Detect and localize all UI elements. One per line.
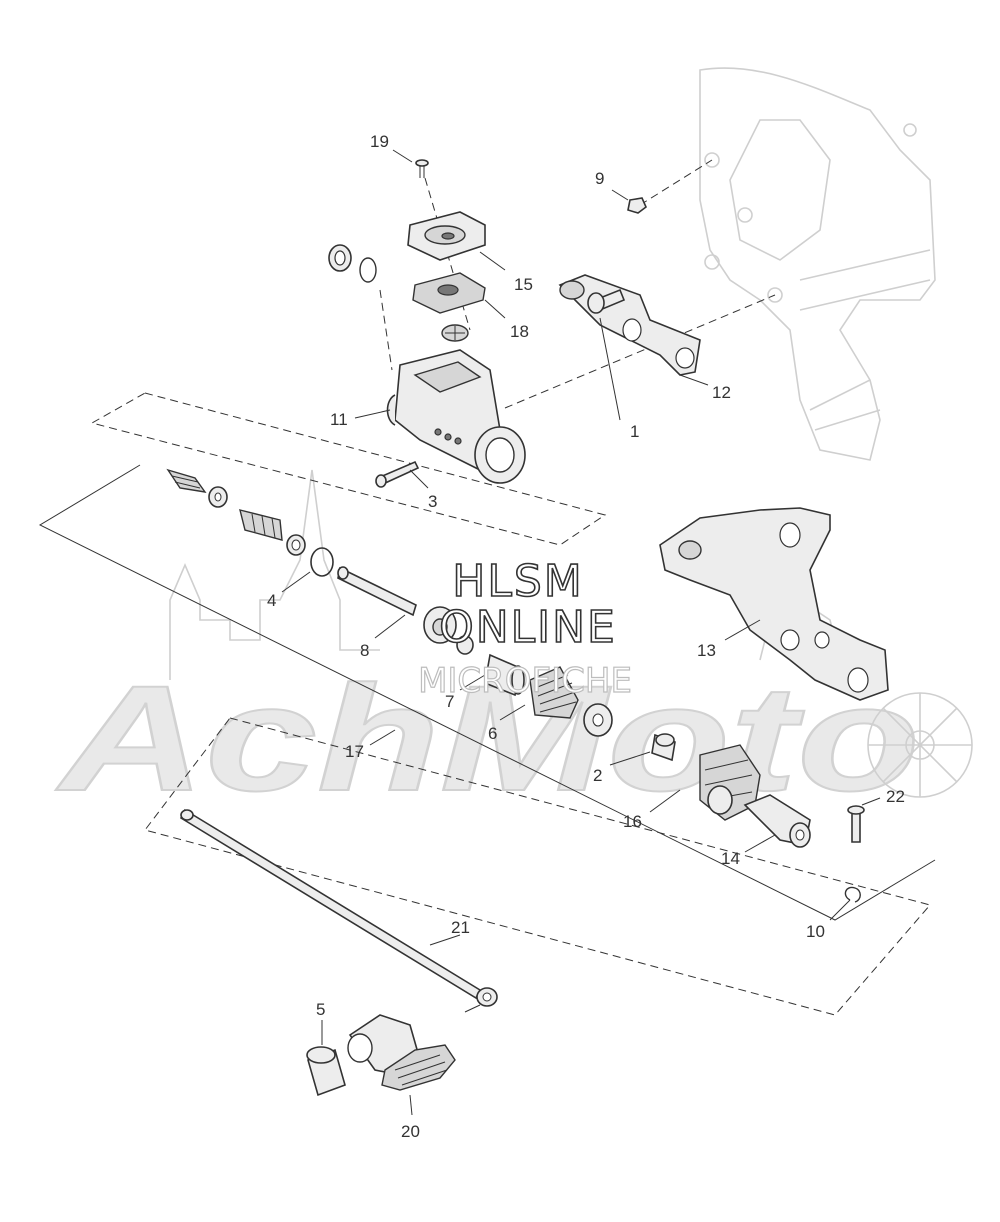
callout-3: 3 [428,492,437,511]
assembly-outline-17 [38,464,936,921]
assembly-outline-upper [90,392,607,546]
orings [328,244,377,283]
part-16-boot [699,744,761,821]
callout-17: 17 [345,742,364,761]
callout-16: 16 [623,812,642,831]
part-8-pushrod [337,566,417,617]
callout-15: 15 [514,275,533,294]
callout-18: 18 [510,322,529,341]
part-15-cover [407,211,486,261]
callout-9: 9 [595,169,604,188]
part-6-spring [529,666,579,719]
part-ring-small [286,534,306,556]
callout-6: 6 [488,724,497,743]
part-11-master-cylinder [386,349,526,484]
part-22-pin [847,805,865,843]
callout-13: 13 [697,641,716,660]
callout-8: 8 [360,641,369,660]
callout-22: 22 [886,787,905,806]
part-washer-large [583,703,613,737]
part-9-nut [627,197,647,214]
part-piston [239,509,283,541]
callout-14: 14 [721,849,740,868]
frame-outline [699,67,936,461]
part-4-retaining-ring [310,547,334,577]
part-18-diaphragm [412,272,486,314]
part-7-sleeve [484,653,525,697]
callout-11: 11 [330,410,348,429]
part-spring-small [166,468,207,493]
callout-21: 21 [451,918,470,937]
callout-10: 10 [806,922,825,941]
watermark-line1: HLSM [452,556,584,607]
callout-20: 20 [401,1122,420,1141]
leader-9 [639,159,713,206]
part-3-bolt [375,460,420,488]
reservoir-cap [441,324,469,342]
part-nut-small [456,635,474,655]
part-21-rod [179,808,498,1013]
callout-12: 12 [712,383,731,402]
part-19-screw [415,159,429,178]
callout-7: 7 [445,692,454,711]
watermark-wheel-icon [867,692,973,798]
callout-4: 4 [267,591,276,610]
part-10-clip [844,886,861,903]
part-20-pedal [347,1014,456,1091]
part-5-bushing [306,1046,346,1097]
part-12-bracket [558,274,701,376]
part-2-fitting [651,733,676,762]
leader-18 [379,289,393,371]
part-14-clevis [743,794,811,848]
watermark-line2: ONLINE [439,602,617,653]
callout-1: 1 [630,422,639,441]
callout-2: 2 [593,766,602,785]
callout-5: 5 [316,1000,325,1019]
assembly-outline-lower [144,717,931,1016]
watermark-line3: MICROFICHE [418,661,632,701]
callout-19: 19 [370,132,389,151]
part-boot-washer [423,606,457,644]
callout-leaders [281,149,881,1116]
leader-12 [504,294,776,409]
part-13-mount-bracket [659,507,889,701]
part-washer-small [208,486,228,508]
part-1-bolt [587,288,626,314]
callouts: 19 9 15 18 12 11 1 3 4 13 8 7 6 17 2 22 … [267,132,905,1141]
